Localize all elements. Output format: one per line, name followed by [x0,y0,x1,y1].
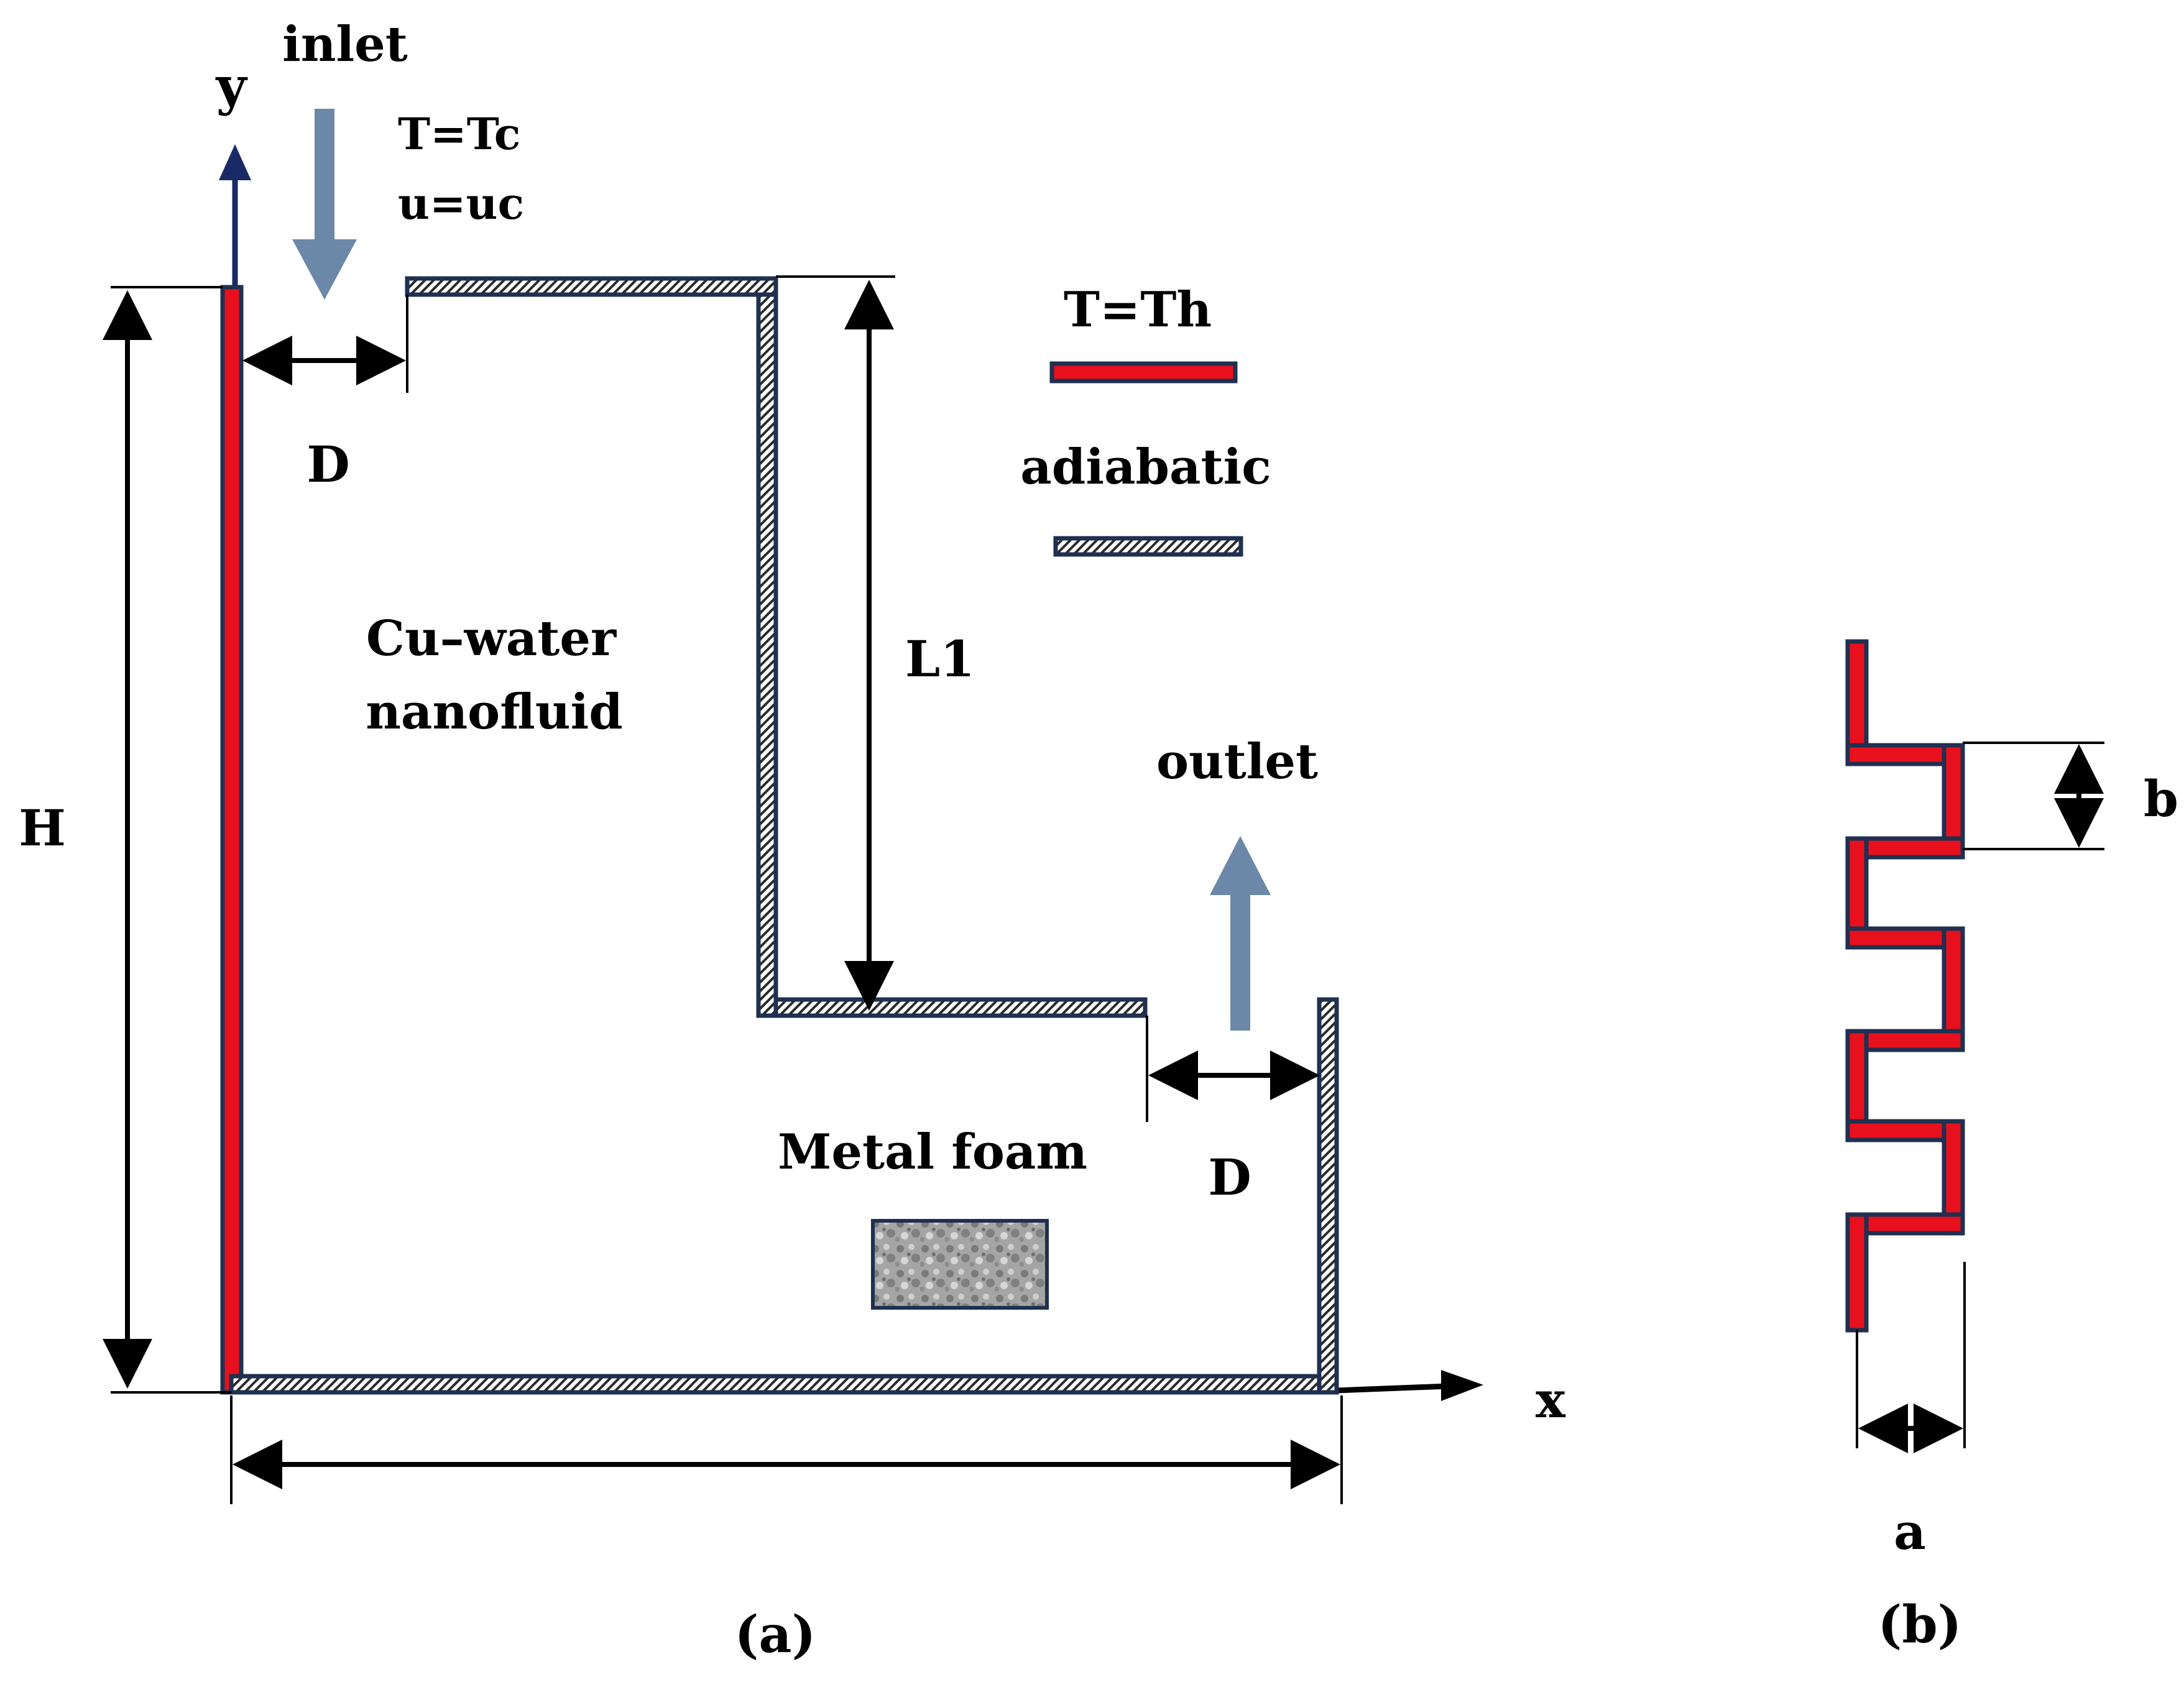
outlet-arrow-head [1210,836,1271,895]
y-axis: y [215,55,251,287]
cavity-walls [220,276,1339,1395]
inlet-label: inlet [282,16,408,73]
dimension-b: b [1963,742,2178,850]
x-axis-arrowhead [1441,1370,1483,1401]
caption-a: (a) [735,1605,816,1665]
dimension-d-top: D [242,295,408,494]
metal-foam-swatch [871,1219,1049,1310]
dimension-d-bottom: D [1146,1016,1320,1206]
corrugation-vertical-segment [1845,1212,1869,1333]
legend: T=Th adiabatic [1020,282,1271,557]
outlet-arrow-shaft [1230,894,1250,1031]
adiabatic-wall-top [405,276,778,297]
dimension-a: a [1856,1262,1966,1561]
inlet-velocity-label: u=uc [398,178,524,229]
fluid-label-line1: Cu–water [366,610,617,667]
caption-b: (b) [1878,1595,1962,1655]
legend-adiabatic-label: adiabatic [1020,439,1271,495]
adiabatic-wall-bottom [229,1374,1339,1395]
dimension-d-top-label: D [306,435,349,494]
y-axis-label: y [215,55,248,117]
inlet-arrow-shaft [315,109,334,242]
adiabatic-wall-right [1317,997,1339,1395]
dimension-b-label: b [2144,770,2178,828]
adiabatic-wall-step-vertical [756,276,778,1018]
legend-hot-label: T=Th [1064,282,1212,338]
x-axis-label: x [1536,1371,1566,1429]
hot-wall-left [220,285,244,1395]
y-axis-arrowhead [219,144,251,180]
dimension-width [230,1395,1343,1504]
dimension-a-label: a [1894,1502,1926,1561]
dimension-l1-label: L1 [905,630,975,688]
fluid-label-line2: nanofluid [366,684,623,740]
outlet-group: outlet [1156,733,1318,1031]
dimension-d-bottom-label: D [1208,1148,1251,1206]
outlet-label: outlet [1156,733,1318,790]
metal-foam-label: Metal foam [778,1124,1087,1180]
legend-adiabatic-swatch [1053,536,1243,557]
dimension-l1: L1 [776,275,975,1011]
inlet-arrow-head [292,239,357,300]
x-axis: x [1336,1370,1566,1429]
corrugated-wall [1845,639,1965,1333]
dimension-h-label: H [19,799,66,857]
adiabatic-wall-step-horizontal [756,997,1148,1018]
inlet-temperature-label: T=Tc [398,108,520,160]
dimension-h: H [19,286,231,1394]
legend-hot-swatch [1049,361,1238,384]
inlet-group: inlet T=Tc u=uc [282,16,524,300]
